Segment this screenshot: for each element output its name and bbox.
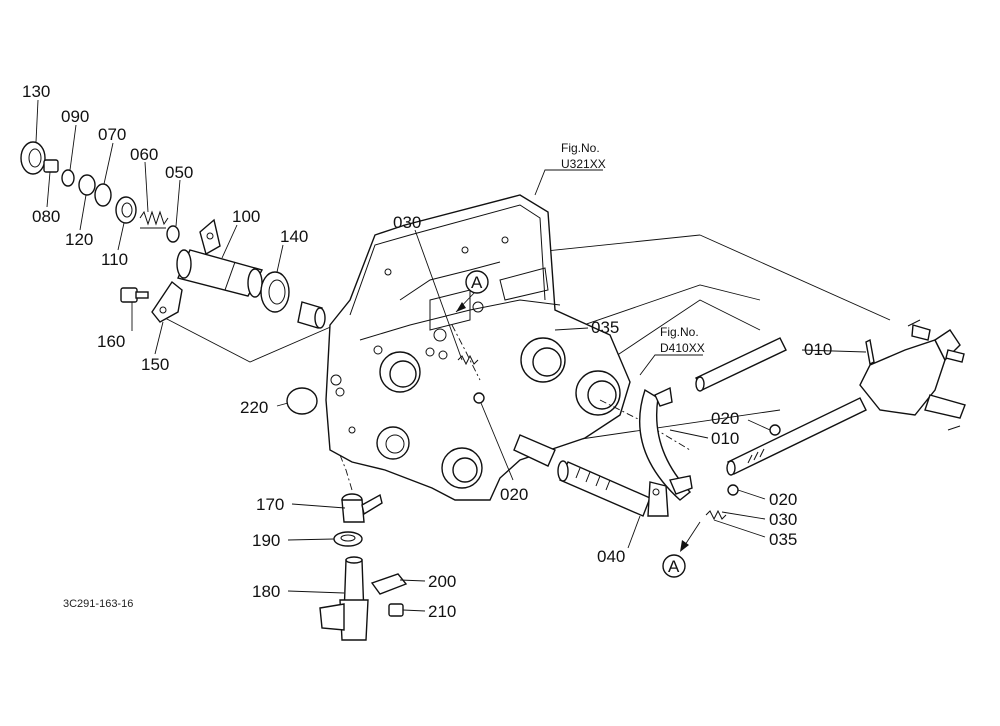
part-labels: 130 090 070 060 050 080 120 110 100 140 … xyxy=(22,82,832,621)
label-220: 220 xyxy=(240,398,268,417)
label-020-low: 020 xyxy=(769,490,797,509)
label-leaders xyxy=(35,99,867,612)
part-100-shaft xyxy=(176,218,264,298)
label-020-mid: 020 xyxy=(711,409,739,428)
marker-a-bottom: A xyxy=(662,554,686,578)
label-180: 180 xyxy=(252,582,280,601)
label-200: 200 xyxy=(428,572,456,591)
label-010-right: 010 xyxy=(804,340,832,359)
label-035-low: 035 xyxy=(769,530,797,549)
label-190: 190 xyxy=(252,531,280,550)
part-090-washer xyxy=(61,169,75,187)
long-bushing xyxy=(513,434,556,467)
label-070: 070 xyxy=(98,125,126,144)
label-210: 210 xyxy=(428,602,456,621)
bushing xyxy=(297,301,326,329)
label-010-mid: 010 xyxy=(711,429,739,448)
shift-rod-lower xyxy=(726,397,867,476)
fig-ref-title: Fig.No. xyxy=(561,141,600,155)
fig-ref-code: U321XX xyxy=(561,157,606,171)
part-130-seal xyxy=(20,141,46,175)
centre-lines xyxy=(339,324,691,491)
label-120: 120 xyxy=(65,230,93,249)
part-010-fork-middle xyxy=(638,386,693,501)
drawing-code: 3C291-163-16 xyxy=(63,598,133,610)
part-190-seal xyxy=(333,531,363,547)
part-170-arm xyxy=(341,493,383,523)
part-010-fork-right xyxy=(859,319,966,431)
fig-ref-code: D410XX xyxy=(660,341,705,355)
part-160-bolt xyxy=(120,287,149,303)
label-130: 130 xyxy=(22,82,50,101)
part-080-nut xyxy=(43,159,59,173)
transmission-housing xyxy=(325,194,631,501)
part-210-bolt xyxy=(388,603,404,617)
part-070-washer xyxy=(94,183,112,207)
label-110: 110 xyxy=(101,250,128,269)
label-080: 080 xyxy=(32,207,60,226)
fig-ref-title: Fig.No. xyxy=(660,325,699,339)
part-150-lever xyxy=(151,280,183,323)
label-035-top: 035 xyxy=(591,318,619,337)
label-170: 170 xyxy=(256,495,284,514)
part-140-seal xyxy=(260,271,290,313)
shift-rod-upper xyxy=(695,337,787,392)
fig-ref-u321xx: Fig.No. U321XX xyxy=(561,141,606,171)
marker-arrows xyxy=(455,291,701,552)
part-110-bearing xyxy=(115,196,137,224)
marker-a-top: A xyxy=(465,270,489,294)
detent-assembly-upper xyxy=(457,354,485,404)
label-050: 050 xyxy=(165,163,193,182)
label-030-low: 030 xyxy=(769,510,797,529)
part-180-shaft xyxy=(319,556,369,641)
label-100: 100 xyxy=(232,207,260,226)
part-050-washer xyxy=(166,225,180,243)
fig-ref-d410xx: Fig.No. D410XX xyxy=(660,325,705,355)
label-090: 090 xyxy=(61,107,89,126)
label-040: 040 xyxy=(597,547,625,566)
label-140: 140 xyxy=(280,227,308,246)
part-200-plate xyxy=(370,573,408,595)
label-060: 060 xyxy=(130,145,158,164)
marker-a-letter: A xyxy=(471,273,483,292)
label-160: 160 xyxy=(97,332,125,351)
label-020-housing: 020 xyxy=(500,485,528,504)
label-150: 150 xyxy=(141,355,169,374)
part-040-shaft xyxy=(557,460,669,517)
part-060-spring xyxy=(139,210,169,229)
label-030-top: 030 xyxy=(393,213,421,232)
marker-a-letter: A xyxy=(668,557,680,576)
part-220-plug xyxy=(286,387,318,415)
part-120-ring xyxy=(78,174,96,196)
